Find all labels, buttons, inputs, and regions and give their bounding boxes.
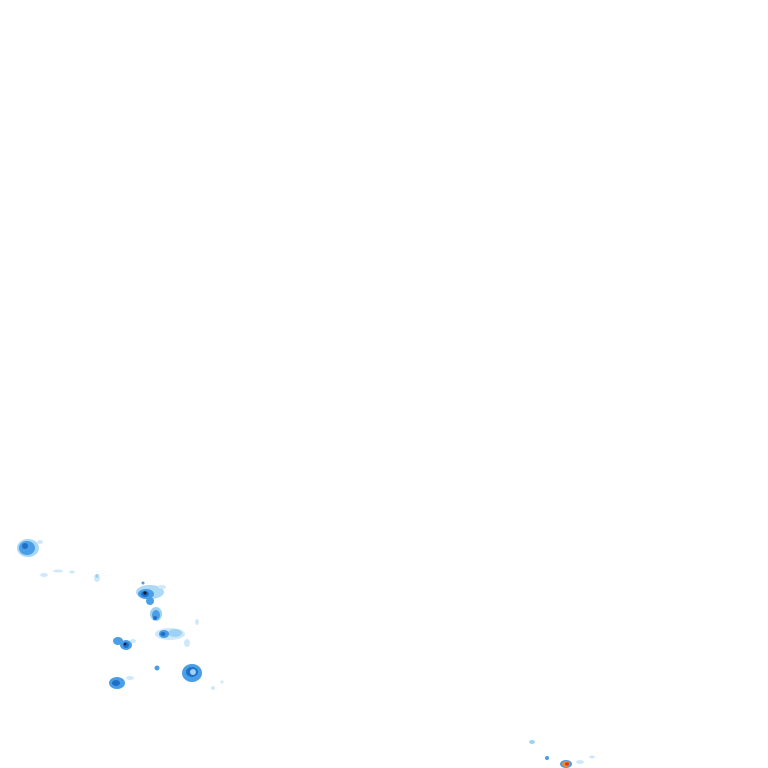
rain-cell-west xyxy=(17,539,43,557)
rain-cell-southwest xyxy=(113,637,136,650)
rain-cell-east xyxy=(182,664,224,690)
rain-cell-central xyxy=(150,607,162,621)
rain-cell-central-south xyxy=(155,619,199,647)
drizzle-streak xyxy=(40,569,100,582)
rain-cell-southeast xyxy=(529,740,595,768)
rain-cell-central-north xyxy=(136,581,166,605)
rain-cell-south xyxy=(109,665,160,689)
